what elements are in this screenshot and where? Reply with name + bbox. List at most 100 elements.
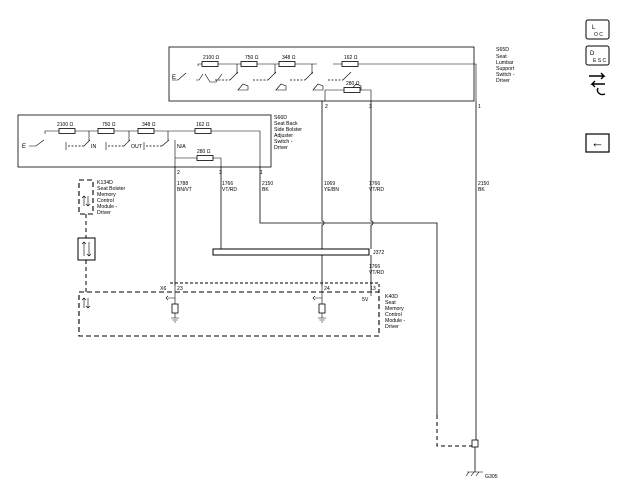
s66d-resistor-label: 750 Ω xyxy=(102,122,116,128)
pull-down-resistor xyxy=(171,303,179,314)
ground-connector xyxy=(471,439,479,448)
s66d-switch-outline xyxy=(17,114,272,168)
s66d-desc-line: Driver xyxy=(274,145,288,151)
k40d-desc-line: Control xyxy=(385,312,402,318)
k40d-pin: 13 xyxy=(370,286,376,292)
description-button-sup: D xyxy=(590,51,595,57)
splice-label: J372 xyxy=(373,250,384,256)
s65d-resistor-348 xyxy=(278,61,296,67)
wire-number: 2150 xyxy=(262,181,273,187)
k40d-pin: 23 xyxy=(177,286,183,292)
ground-label: G305 xyxy=(485,474,498,480)
k134d-id: K134D xyxy=(97,180,113,186)
k40d-outline xyxy=(78,291,380,337)
pull-down-resistor xyxy=(318,303,326,314)
s66d-position-out: OUT xyxy=(131,144,143,150)
k40d-voltage: 5V xyxy=(362,297,369,303)
wire-number: 2150 xyxy=(478,181,489,187)
s66d-id: S66D xyxy=(274,115,287,121)
wire-2150-a xyxy=(259,167,438,415)
circuit-path-button[interactable] xyxy=(589,72,606,96)
s66d-desc-line: Switch - xyxy=(274,139,293,145)
bidirectional-arrow-icon xyxy=(81,297,91,309)
s66d-resistor-label: 2100 Ω xyxy=(57,122,74,128)
k134d-desc-line: Seat Bolster xyxy=(97,186,126,192)
k134d-outline xyxy=(78,179,94,215)
k134d-module: K134D Seat Bolster Memory Control Module… xyxy=(77,179,126,292)
wire-number: 1788 xyxy=(177,181,188,187)
s65d-resistor-label: 750 Ω xyxy=(245,55,259,61)
comm-link-box xyxy=(77,237,96,261)
back-arrow-icon: ← xyxy=(591,135,604,150)
s65d-resistor-label: 348 Ω xyxy=(282,55,296,61)
seat-icon xyxy=(312,83,324,91)
k134d-desc-line: Driver xyxy=(97,210,111,216)
s65d-desc-line: Switch - xyxy=(496,72,515,78)
wiring: J372 1788 BN/VT 1766 VT/RD 2150 BK 1069 … xyxy=(174,101,489,440)
s65d-desc-line: Seat xyxy=(496,54,507,60)
location-button-sup: L xyxy=(592,25,596,31)
wire-1069 xyxy=(321,101,325,286)
wire-color: VT/RD xyxy=(369,187,384,193)
s66d-position-na: N/A xyxy=(177,144,186,150)
k134d-desc-line: Module - xyxy=(97,204,117,210)
s65d-desc-line: Driver xyxy=(496,78,510,84)
description-button-sub: E S C xyxy=(593,58,606,64)
ground-icon xyxy=(318,313,326,323)
s65d-common-label: E xyxy=(172,75,176,81)
s65d-id: S65D xyxy=(496,47,509,53)
wire-color: YE/BN xyxy=(324,187,339,193)
s65d-resistor-label: 162 Ω xyxy=(344,55,358,61)
k134d-desc-line: Memory xyxy=(97,192,116,198)
s66d-resistor-280 xyxy=(196,155,214,161)
wire-color: VT/RD xyxy=(222,187,237,193)
bidirectional-arrow-icon xyxy=(81,195,91,207)
wire-number: 1766 xyxy=(369,181,380,187)
k40d-desc-line: Memory xyxy=(385,306,404,312)
s66d-position-in: IN xyxy=(91,144,96,150)
s65d-pin: 2 xyxy=(325,104,328,110)
s66d-resistor-label: 348 Ω xyxy=(142,122,156,128)
seat-icon xyxy=(237,83,249,91)
wire-number: 1766 xyxy=(369,264,380,270)
s66d-resistor-348 xyxy=(137,128,155,134)
wire-color: BK xyxy=(478,187,485,193)
s65d-desc-line: Lumbar xyxy=(496,60,514,66)
s66d-desc-line: Seat Back xyxy=(274,121,298,127)
k40d-desc-line: Module - xyxy=(385,318,405,324)
location-button[interactable]: L O C xyxy=(585,19,610,40)
wire-color: BN/VT xyxy=(177,187,192,193)
chassis-ground-icon xyxy=(465,471,483,477)
back-button[interactable]: ← xyxy=(585,133,610,153)
s65d-desc-line: Support xyxy=(496,66,515,72)
k134d-desc-line: Control xyxy=(97,198,114,204)
k40d-id: K40D xyxy=(385,294,398,300)
s65d-switch: S65D Seat Lumbar Support Switch - Driver… xyxy=(168,46,515,110)
s66d-desc-line: Side Bolster xyxy=(274,127,302,133)
s66d-pin: 3 xyxy=(219,170,222,176)
s66d-resistor-label: 280 Ω xyxy=(197,149,211,155)
wire-color: VT/RD xyxy=(369,270,384,276)
ground-g305: G305 xyxy=(436,415,498,480)
s65d-pin: 1 xyxy=(478,104,481,110)
k40d-desc-line: Driver xyxy=(385,324,399,330)
wire-1766-b xyxy=(370,101,374,249)
s65d-resistor-750 xyxy=(240,61,258,67)
s66d-desc-line: Adjuster xyxy=(274,133,293,139)
s65d-resistor-162 xyxy=(341,61,359,67)
toolbar: L O C D E S C ← xyxy=(585,19,610,153)
s65d-switch-outline xyxy=(168,46,475,102)
k40d-module: K40D Seat Memory Control Module - Driver… xyxy=(78,282,405,337)
wire-number: 1069 xyxy=(324,181,335,187)
s66d-pin: 1 xyxy=(260,170,263,176)
k40d-desc-line: Seat xyxy=(385,300,396,306)
location-button-sub: O C xyxy=(594,32,603,38)
s66d-common-label: E xyxy=(22,144,26,150)
description-button[interactable]: D E S C xyxy=(585,45,610,66)
comm-link-arrow-icon xyxy=(81,241,92,257)
k40d-pin: 24 xyxy=(324,286,330,292)
s66d-resistor-label: 162 Ω xyxy=(196,122,210,128)
circuit-path-icon xyxy=(596,87,606,96)
s65d-pin: 3 xyxy=(369,104,372,110)
